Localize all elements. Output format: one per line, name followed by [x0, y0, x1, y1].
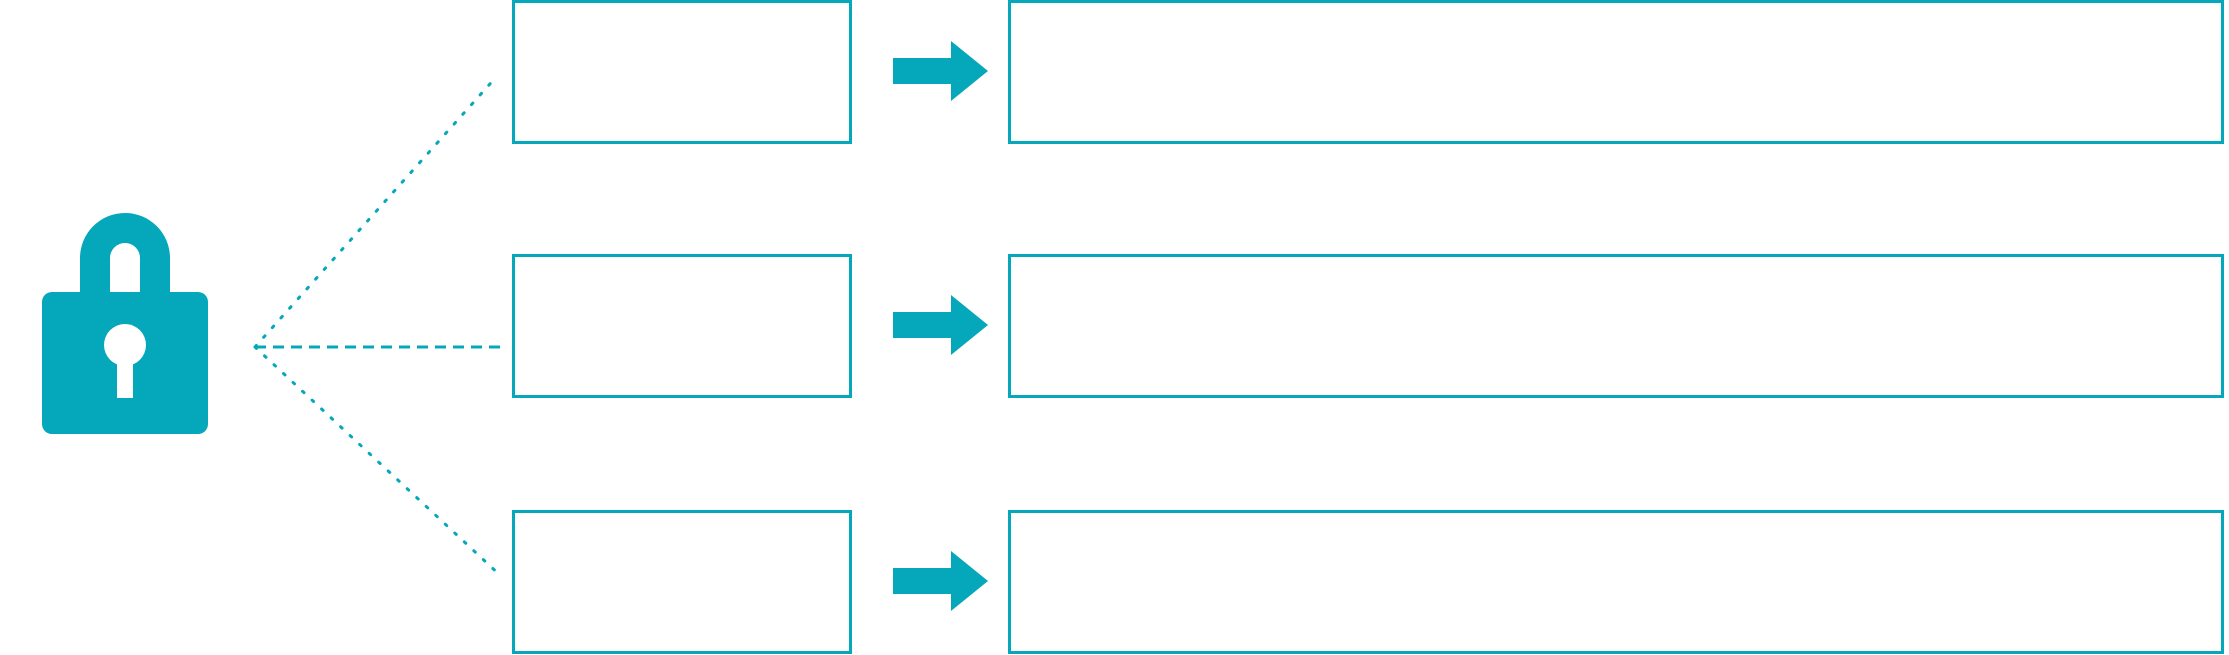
arrow-row-1: [893, 41, 988, 101]
row-detail-box-1[interactable]: [1008, 0, 2224, 144]
row-detail-box-3[interactable]: [1008, 510, 2224, 654]
row-detail-box-2[interactable]: [1008, 254, 2224, 398]
row-label-box-1[interactable]: [512, 0, 852, 144]
connector-line-row-1: [253, 74, 499, 349]
row-label-box-3[interactable]: [512, 510, 852, 654]
arrow-row-2: [893, 295, 988, 355]
row-label-box-2[interactable]: [512, 254, 852, 398]
connector-line-row-3: [253, 345, 504, 579]
arrow-row-3: [893, 551, 988, 611]
lock-icon: [42, 213, 208, 434]
